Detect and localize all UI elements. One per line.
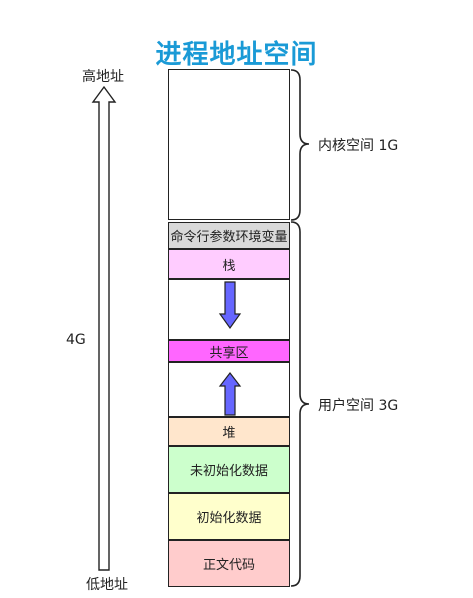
- total-size-label: 4G: [66, 332, 86, 348]
- kernel-space-brace: [290, 69, 310, 221]
- user-space-brace: [290, 221, 310, 587]
- kernel-space-label: 内核空间 1G: [318, 138, 399, 154]
- user-space-label: 用户空间 3G: [318, 398, 399, 414]
- data-segment: 初始化数据: [168, 493, 290, 540]
- bss-segment: 未初始化数据: [168, 446, 290, 493]
- env-args-segment: 命令行参数环境变量: [168, 222, 290, 249]
- high-address-label: 高地址: [82, 69, 124, 85]
- stack-segment: 栈: [168, 249, 290, 279]
- heap-gap-segment: [168, 362, 290, 417]
- address-direction-arrow: [91, 85, 117, 571]
- stack-gap-segment: [168, 279, 290, 340]
- text-segment: 正文代码: [168, 540, 290, 587]
- kernel-space-segment: [168, 69, 290, 220]
- heap-segment: 堆: [168, 417, 290, 446]
- low-address-label: 低地址: [86, 577, 128, 593]
- shared-segment: 共享区: [168, 340, 290, 362]
- stack-growth-arrow: [218, 281, 242, 330]
- heap-growth-arrow: [218, 372, 242, 416]
- diagram-title: 进程地址空间: [155, 40, 318, 70]
